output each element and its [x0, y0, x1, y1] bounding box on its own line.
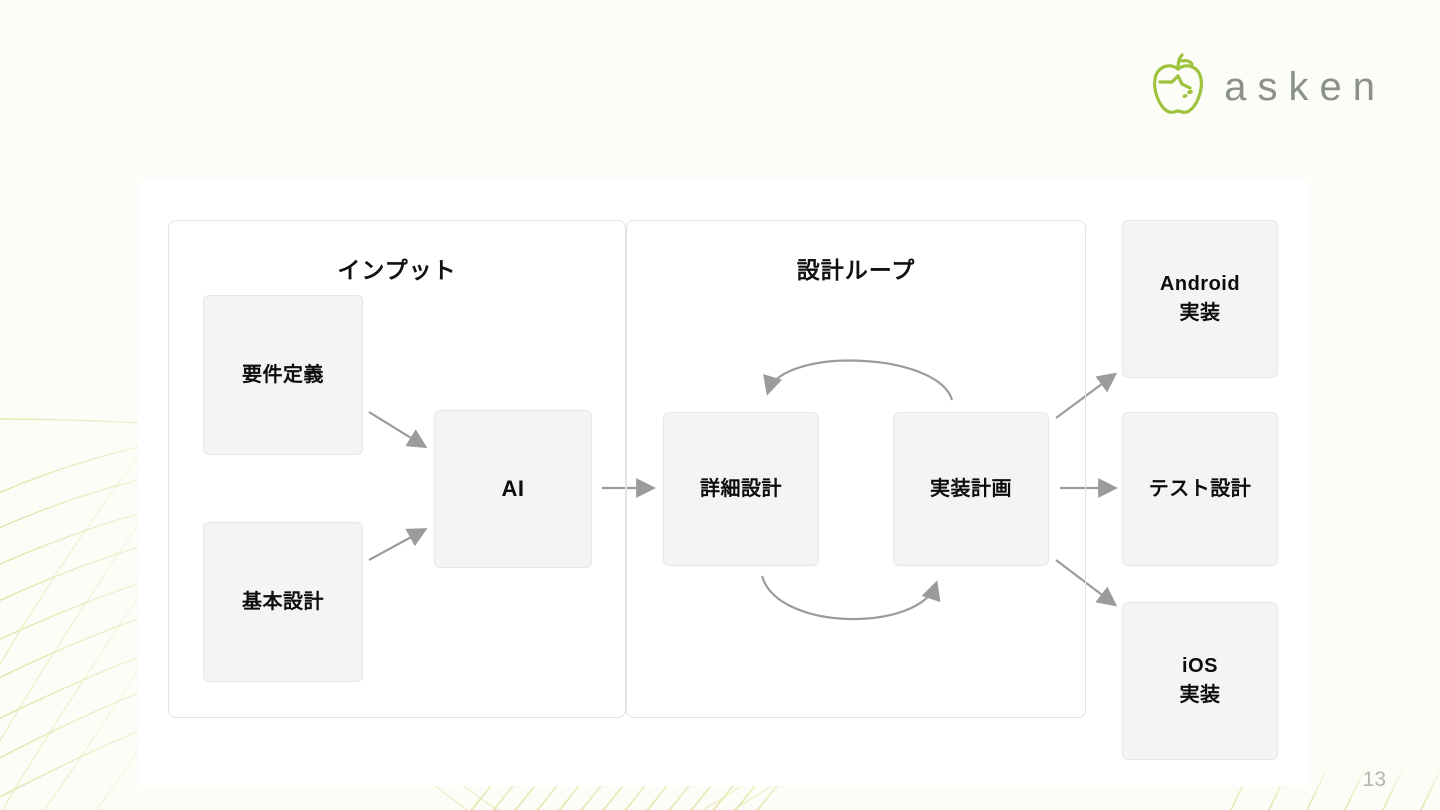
node-requirements[interactable]: 要件定義: [203, 295, 363, 455]
node-ai[interactable]: AI: [434, 410, 592, 568]
node-test-design[interactable]: テスト設計: [1122, 412, 1278, 566]
page-number: 13: [1362, 768, 1386, 791]
node-ios-implementation[interactable]: iOS 実装: [1122, 602, 1278, 760]
apple-logo-icon: [1153, 53, 1204, 114]
panel-loop-title: 設計ループ: [796, 257, 916, 283]
panel-input-title: インプット: [337, 257, 457, 283]
node-implementation-plan[interactable]: 実装計画: [893, 412, 1049, 566]
node-android-implementation[interactable]: Android 実装: [1122, 220, 1278, 378]
node-detail-design[interactable]: 詳細設計: [663, 412, 819, 566]
brand-logo: asken: [1148, 52, 1386, 118]
node-basic-design[interactable]: 基本設計: [203, 522, 363, 682]
brand-wordmark: asken: [1224, 65, 1386, 109]
